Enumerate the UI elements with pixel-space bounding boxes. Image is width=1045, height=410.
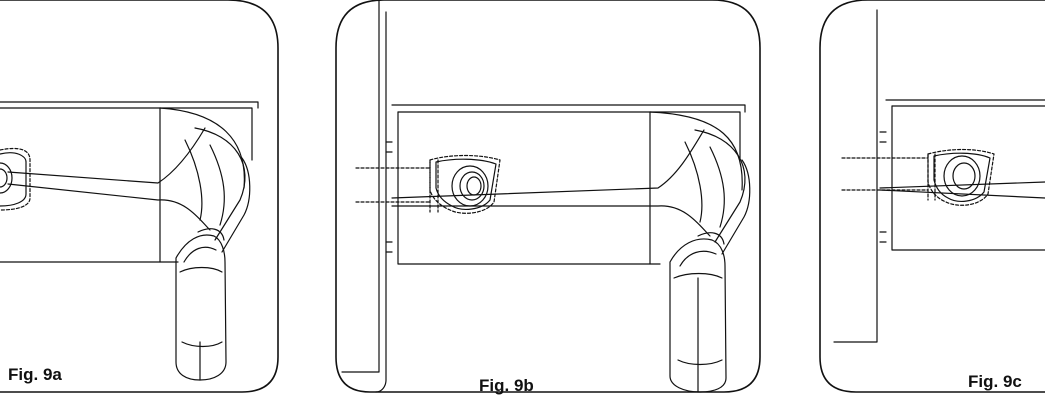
figure-9b — [335, 0, 761, 393]
caption-fig-9a: Fig. 9a — [8, 365, 62, 384]
frame-9b — [335, 0, 761, 393]
handle-9b — [669, 232, 727, 393]
panel-9b — [391, 104, 746, 265]
lever-9c — [879, 181, 1045, 199]
guide-lines-9b — [355, 159, 439, 213]
panel-9a — [0, 101, 259, 263]
wall-plate-9b — [341, 0, 393, 393]
caption-fig-9b: Fig. 9b — [479, 376, 534, 395]
figure-9c — [819, 0, 1045, 393]
knob-9a — [0, 147, 31, 211]
lever-9b — [391, 129, 751, 255]
lever-9a — [7, 127, 251, 253]
figure-9a — [0, 0, 279, 393]
frame-9c — [819, 0, 1045, 393]
knob-9c — [927, 148, 995, 206]
panel-9c — [885, 99, 1045, 251]
caption-fig-9c: Fig. 9c — [968, 372, 1022, 391]
wall-plate-9c — [833, 9, 887, 343]
frame-9a — [0, 0, 279, 393]
guide-lines-9c — [841, 153, 936, 201]
handle-9a — [175, 228, 227, 381]
knob-9b — [429, 154, 501, 214]
